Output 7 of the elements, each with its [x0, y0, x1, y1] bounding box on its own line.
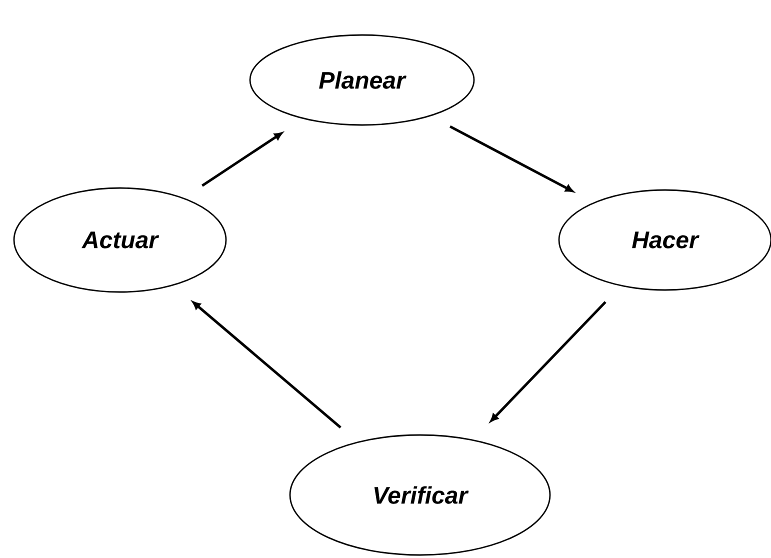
arrow: [450, 125, 574, 192]
ellipse-node: Verificar: [289, 434, 551, 556]
arrow: [490, 301, 606, 422]
arrow: [202, 132, 282, 187]
arrow: [192, 301, 342, 428]
ellipse-node: Planear: [249, 34, 475, 126]
ellipse-node: Actuar: [13, 187, 227, 293]
